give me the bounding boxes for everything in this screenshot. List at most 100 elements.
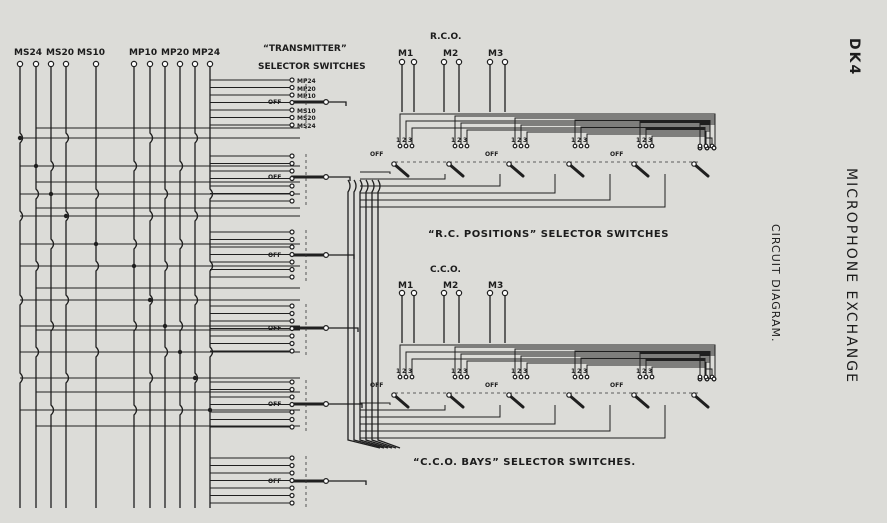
off-label: OFF: [268, 478, 281, 485]
contact-number: 1: [571, 137, 575, 144]
off-label: OFF: [268, 401, 281, 408]
cco-m2-label: M2: [443, 281, 458, 291]
page-code: DK4: [846, 38, 862, 76]
terminal: [409, 143, 415, 149]
terminal: [130, 60, 138, 68]
terminal: [566, 392, 572, 398]
page-subtitle: CIRCUIT DIAGRAM.: [769, 224, 782, 343]
mp10-label: MP10: [129, 48, 157, 58]
terminal: [289, 274, 295, 280]
contact-number: 2: [642, 368, 646, 375]
terminal: [289, 485, 295, 491]
terminal: [697, 374, 703, 380]
terminal: [289, 325, 295, 332]
terminal: [501, 289, 509, 297]
terminal: [711, 145, 717, 151]
terminal: [631, 392, 637, 398]
riser-wire: [347, 179, 381, 449]
terminal: [323, 252, 330, 259]
terminal: [397, 374, 403, 380]
terminal: [572, 374, 578, 380]
terminal: [512, 143, 518, 149]
contact-number: 1: [396, 368, 400, 375]
contact-ms24-label: MS24: [297, 123, 316, 130]
terminal: [289, 340, 295, 347]
rco-label: R.C.O.: [430, 32, 461, 42]
contact-number: 2: [577, 368, 581, 375]
selector-lever: [692, 162, 710, 178]
terminal: [518, 374, 524, 380]
terminal: [572, 143, 578, 149]
ms10-label: MS10: [77, 48, 105, 58]
terminal: [289, 107, 295, 113]
terminal: [455, 58, 463, 66]
contact-number: 1: [396, 137, 400, 144]
terminal: [16, 60, 24, 68]
junction-dot: [33, 163, 39, 169]
terminal: [649, 374, 655, 380]
contact-number: 2: [457, 368, 461, 375]
junction-dot: [162, 323, 168, 329]
terminal: [452, 374, 458, 380]
terminal: [637, 374, 643, 380]
selector-lever: [632, 162, 650, 178]
off-label: OFF: [268, 252, 281, 259]
selector-lever: [447, 162, 465, 178]
output-wire: [360, 405, 556, 425]
contact-number: 3: [648, 137, 652, 144]
feed-wire: [326, 403, 363, 408]
terminal: [289, 236, 295, 243]
bus-line: [149, 67, 154, 508]
cco-caption: “C.C.O. BAYS” SELECTOR SWITCHES.: [413, 457, 636, 468]
contact-number: 3: [523, 137, 527, 144]
contact-number: 1: [451, 368, 455, 375]
contact-number: 3: [583, 137, 587, 144]
selector-lever: [507, 162, 525, 178]
contact-number: 3: [648, 368, 652, 375]
feed-wire: [326, 176, 351, 181]
terminal: [289, 114, 295, 121]
off-label: OFF: [268, 325, 281, 332]
off-label: OFF: [370, 151, 383, 158]
terminal: [506, 392, 512, 398]
cco-m3-label: M3: [488, 281, 503, 291]
junction-dot: [192, 375, 198, 381]
feed-wire: [326, 327, 359, 332]
terminal: [161, 60, 169, 68]
off-label: OFF: [485, 382, 498, 389]
contact-number: 3: [463, 137, 467, 144]
terminal: [637, 143, 643, 149]
terminal: [446, 392, 452, 398]
contact-number: 1: [636, 137, 640, 144]
off-label: OFF: [610, 382, 623, 389]
selector-lever: [447, 393, 465, 409]
terminal: [289, 190, 295, 197]
ms24-label: MS24: [14, 48, 42, 58]
transmitter-subheading: SELECTOR SWITCHES: [258, 62, 366, 72]
contact-number: 2: [402, 137, 406, 144]
terminal: [578, 143, 584, 149]
terminal: [584, 374, 590, 380]
terminal: [455, 289, 463, 297]
terminal: [486, 58, 494, 66]
terminal: [206, 60, 214, 68]
contact-ms20-label: MS20: [297, 115, 316, 122]
bus-line: [19, 67, 24, 508]
cco-m1-label: M1: [398, 281, 413, 291]
terminal: [146, 60, 154, 68]
contact-number: 2: [517, 137, 521, 144]
terminal: [289, 379, 295, 385]
terminal: [289, 477, 295, 484]
terminal: [289, 251, 295, 258]
contact-number: 2: [402, 368, 406, 375]
contact-number: 3: [408, 368, 412, 375]
terminal: [464, 143, 470, 149]
terminal: [631, 161, 637, 167]
contact-mp20-label: MP20: [297, 86, 316, 93]
terminal: [289, 168, 295, 174]
terminal: [524, 143, 530, 149]
terminal: [289, 122, 295, 128]
off-label: OFF: [485, 151, 498, 158]
output-wire: [360, 405, 501, 418]
